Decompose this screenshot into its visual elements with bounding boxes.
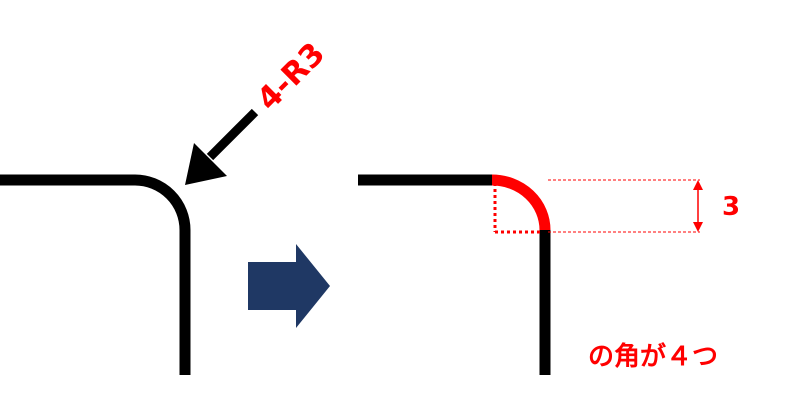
resulting-corner — [358, 174, 551, 375]
caption-text: の角が４つ — [588, 341, 718, 372]
dimension-arrow-icon — [693, 180, 703, 232]
dimension-value: 3 — [722, 192, 740, 222]
original-corner — [0, 174, 191, 375]
block-arrow-right-icon — [248, 244, 330, 328]
arrow-down-left-icon — [185, 108, 259, 185]
corner-arc-highlight — [491, 174, 551, 231]
radius-callout-label: 4-R3 — [250, 36, 332, 118]
original-corner-outline — [0, 174, 191, 375]
dimension-extension-lines — [548, 179, 700, 233]
